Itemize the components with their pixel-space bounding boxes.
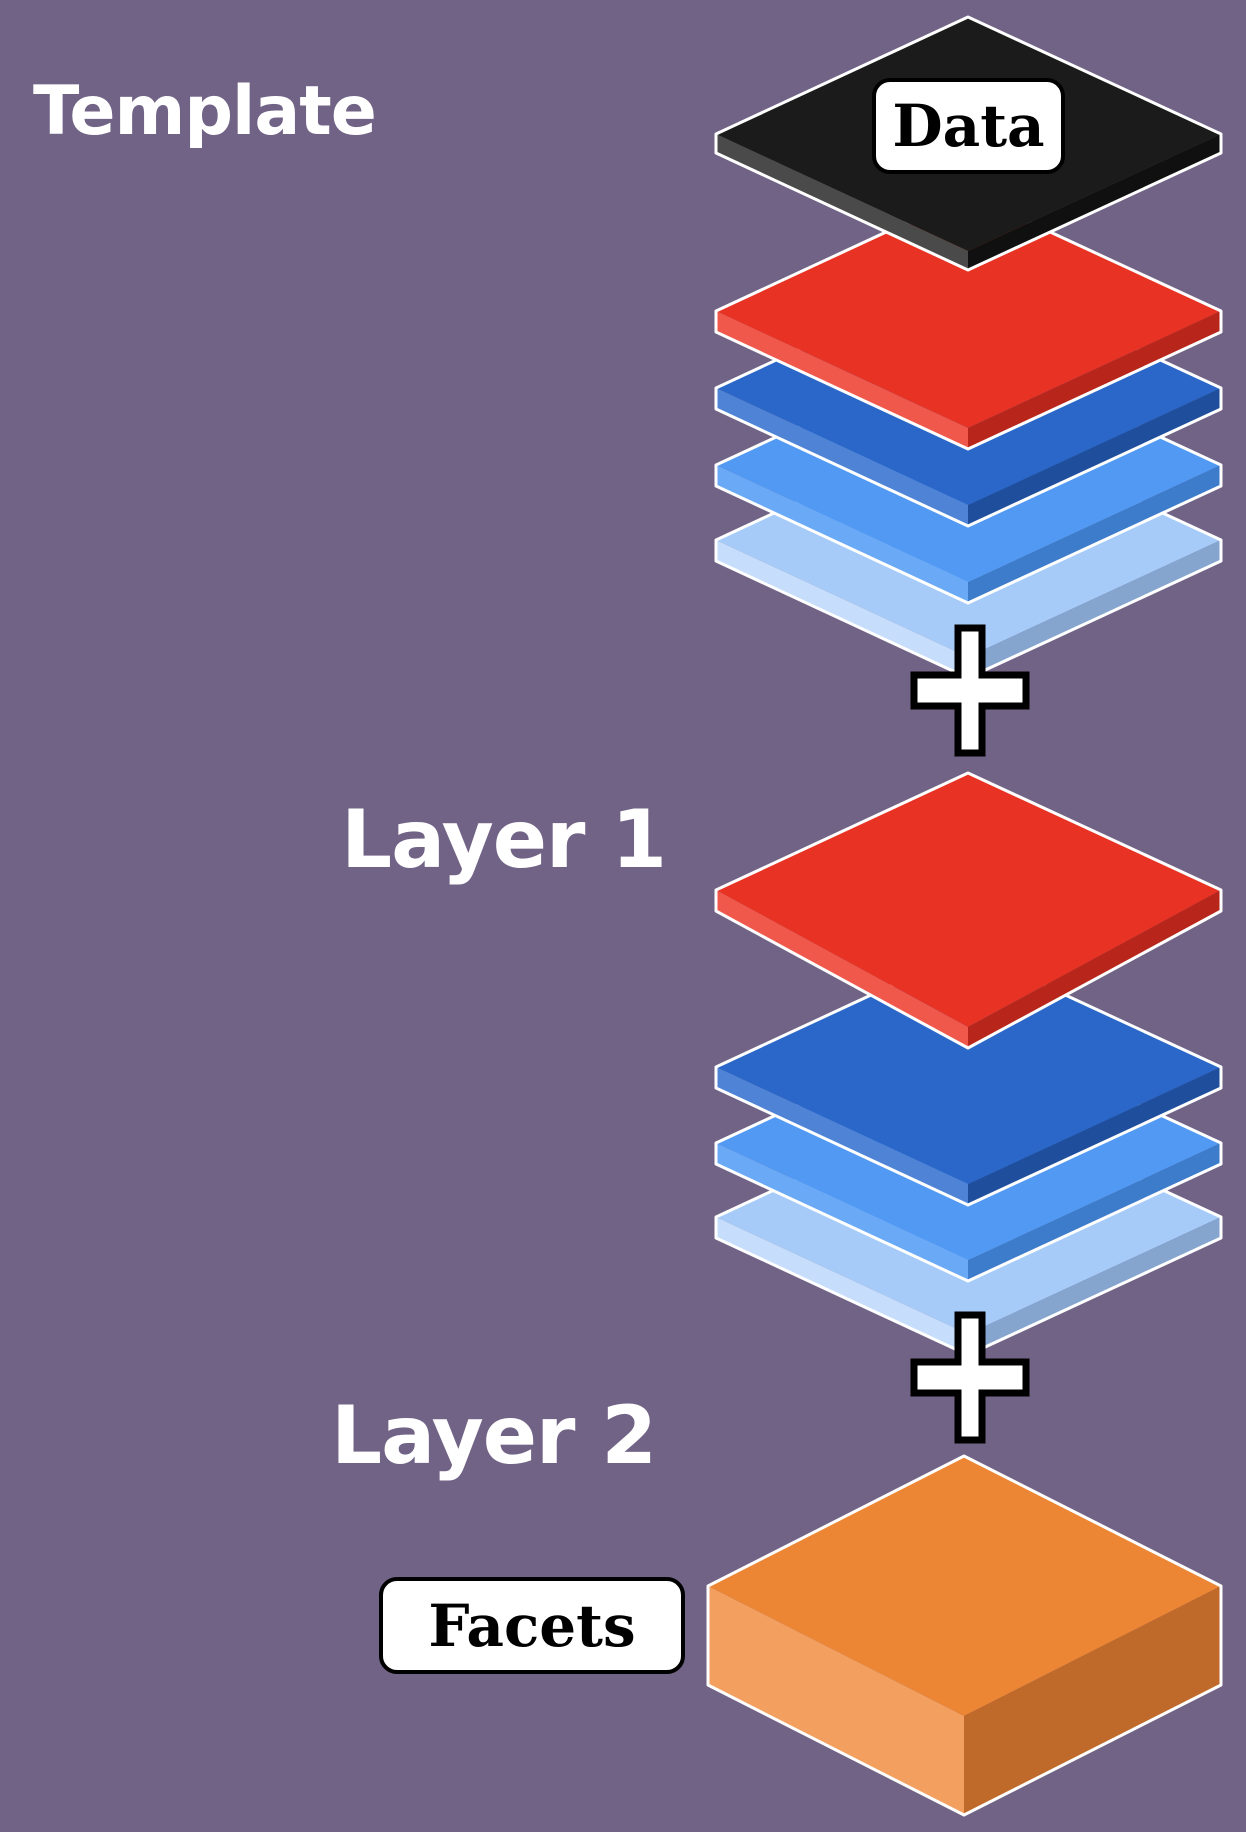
facets-tag: Facets bbox=[379, 1577, 685, 1674]
data-tag: Data bbox=[872, 78, 1065, 174]
template-red-slab bbox=[714, 192, 1223, 451]
layer1-blue-slab bbox=[714, 948, 1223, 1207]
plus-icon bbox=[910, 624, 1030, 757]
layer1-stack bbox=[714, 771, 1223, 1357]
layer1-red-slab bbox=[714, 771, 1223, 1050]
plus-icon bbox=[910, 1311, 1030, 1444]
template-stack bbox=[714, 15, 1223, 680]
layer2-orange-block bbox=[706, 1454, 1223, 1817]
layer2-heading: Layer 2 bbox=[331, 1389, 657, 1482]
layer1-heading: Layer 1 bbox=[341, 793, 667, 886]
template-heading: Template bbox=[33, 72, 377, 151]
